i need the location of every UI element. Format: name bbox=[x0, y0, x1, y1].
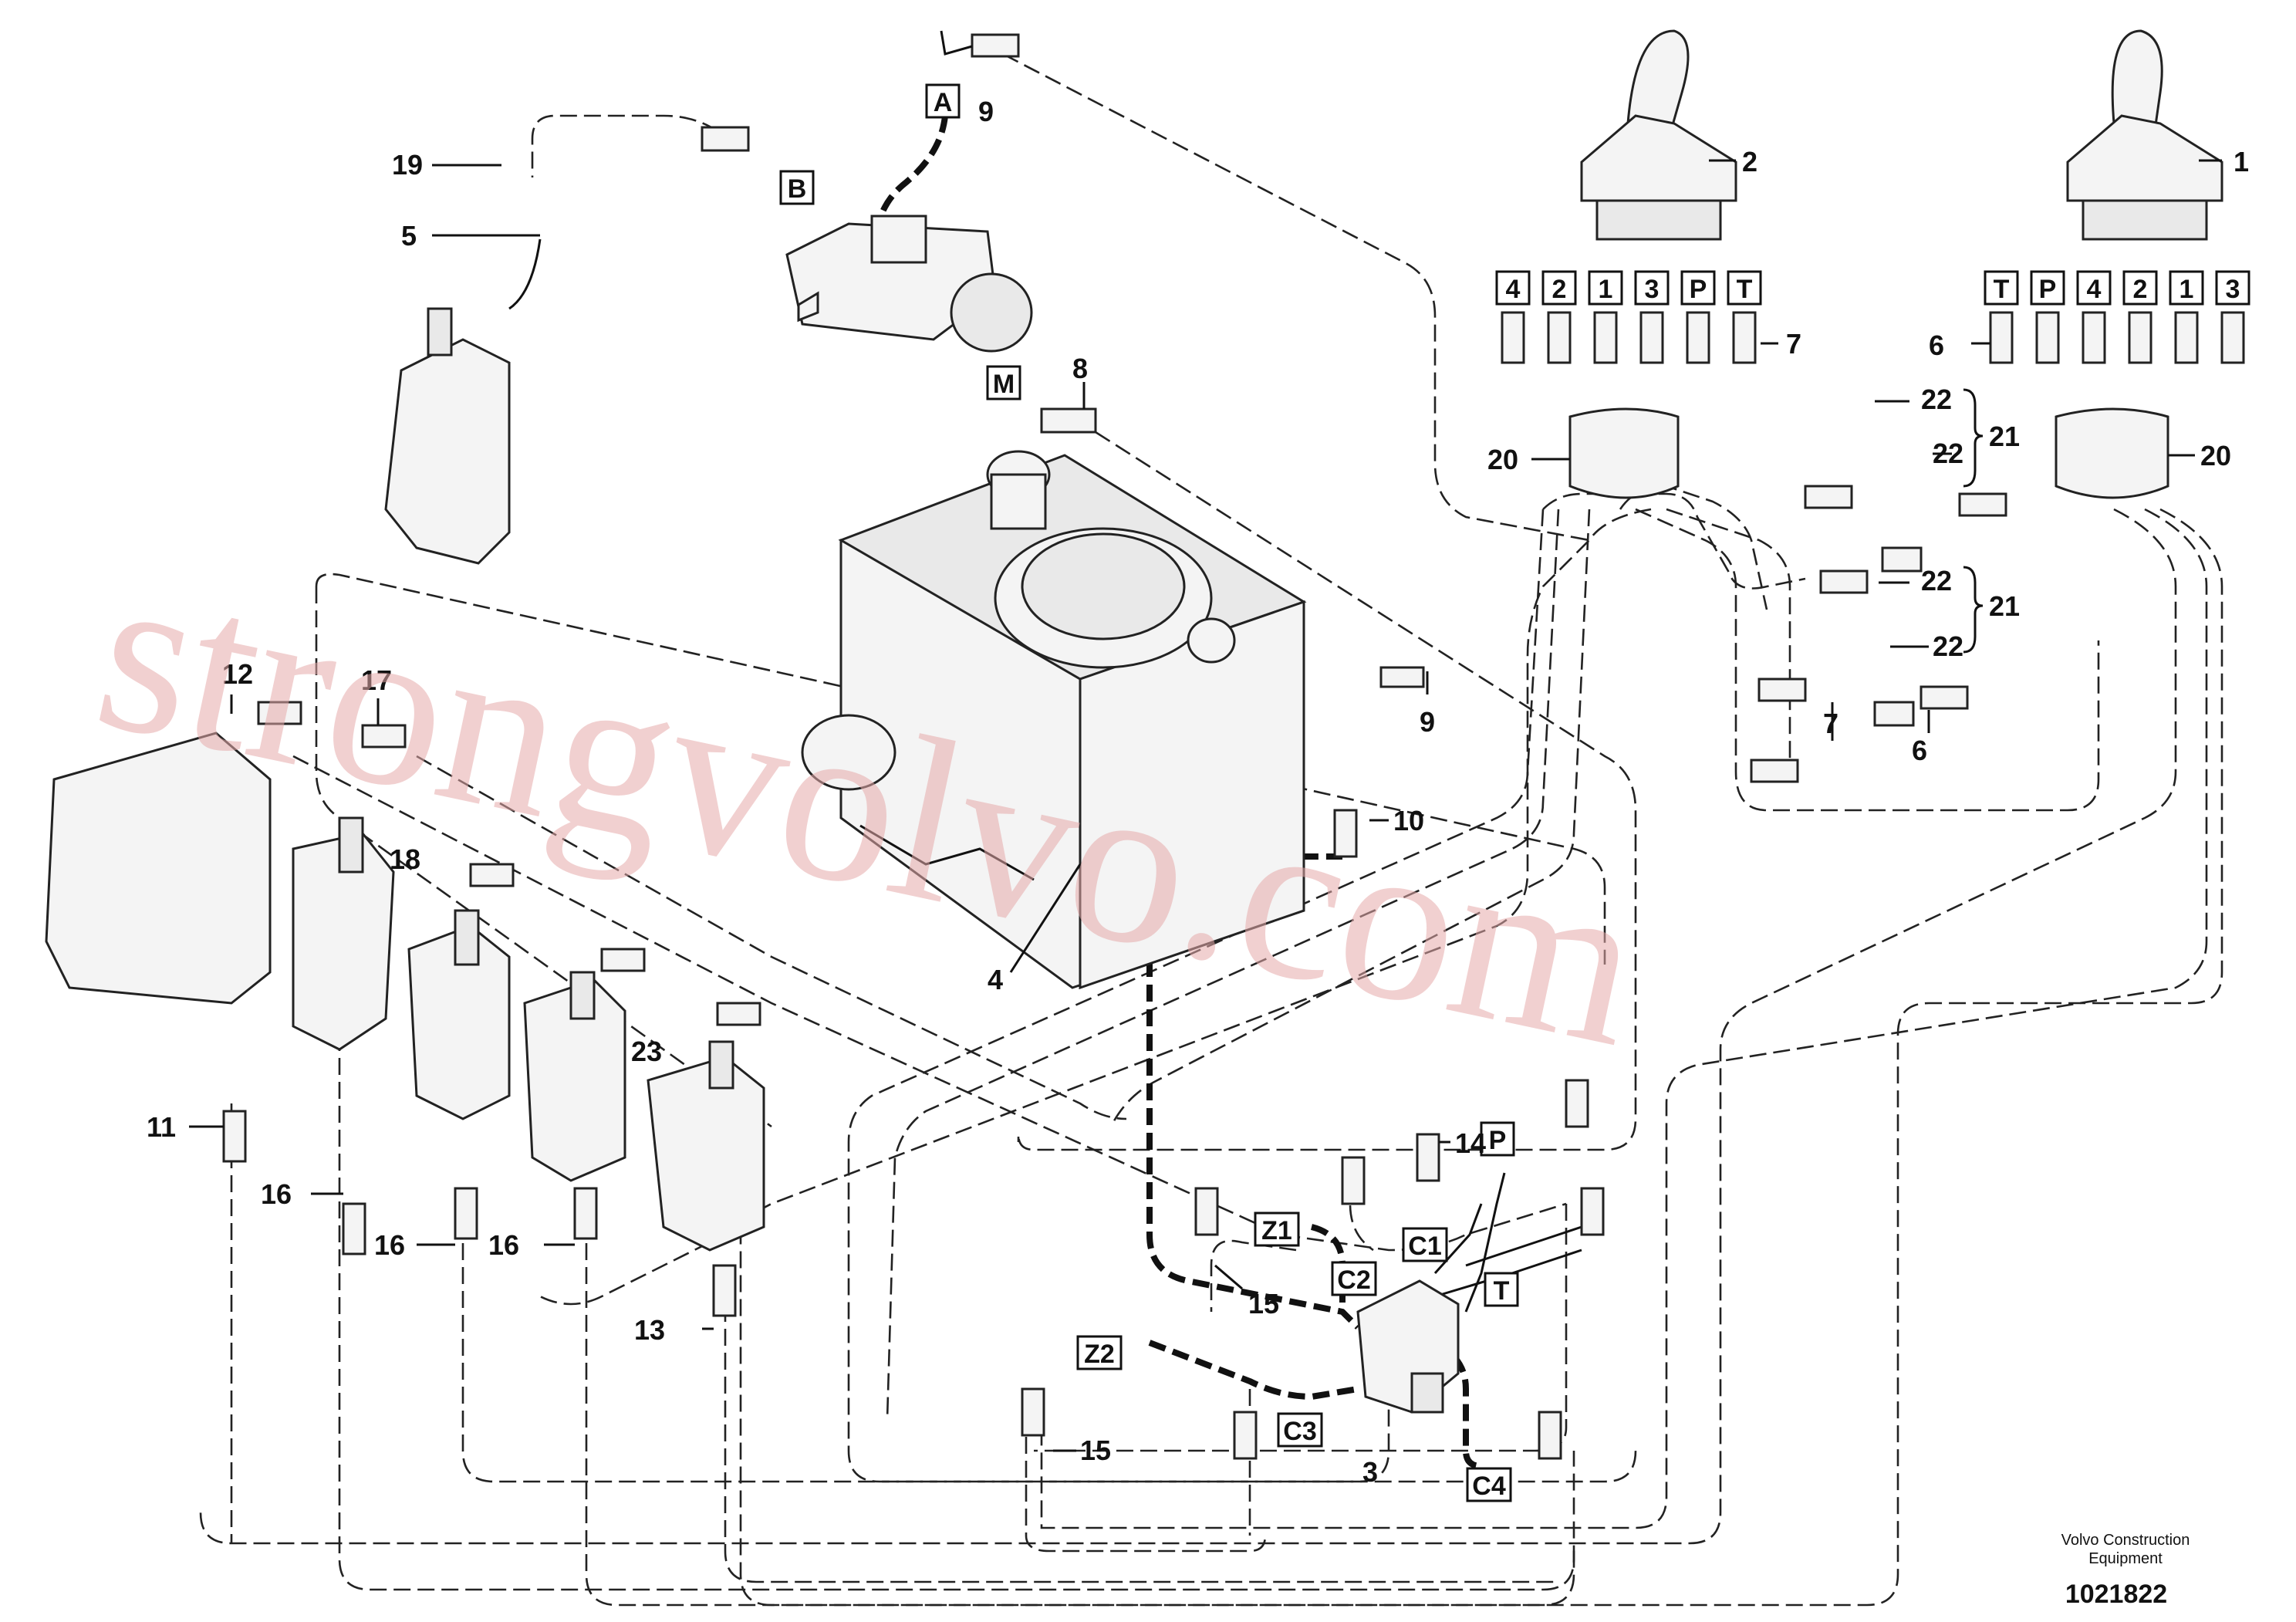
callout-19: 19 bbox=[392, 149, 423, 181]
callout-14: 14 bbox=[1455, 1127, 1486, 1159]
callout-9-mid: 9 bbox=[1420, 706, 1435, 738]
credit-line-1: Volvo Construction bbox=[2061, 1532, 2190, 1549]
connector-box-T: T bbox=[1484, 1272, 1519, 1307]
callout-11: 11 bbox=[147, 1111, 176, 1143]
svg-text:P: P bbox=[1489, 1126, 1507, 1155]
svg-text:P: P bbox=[2039, 275, 2057, 304]
joystick-right-port-labels: T P 4 2 1 3 bbox=[1984, 270, 2250, 306]
callout-6-lower: 6 bbox=[1912, 735, 1927, 766]
hydraulic-tank bbox=[801, 450, 1307, 990]
callout-16-a: 16 bbox=[261, 1178, 292, 1210]
callout-1: 1 bbox=[2234, 146, 2249, 177]
connector-box-B: B bbox=[779, 170, 815, 205]
callout-9-top: 9 bbox=[978, 96, 994, 127]
callout-23: 23 bbox=[631, 1036, 662, 1067]
accumulator-valve-block bbox=[785, 215, 1033, 353]
svg-text:C1: C1 bbox=[1408, 1232, 1441, 1261]
joystick-right bbox=[2066, 29, 2223, 241]
connector-box-C3: C3 bbox=[1277, 1412, 1323, 1448]
control-valve-sections bbox=[45, 732, 765, 1252]
connector-box-P: P bbox=[1480, 1121, 1515, 1157]
callout-7-lower: 7 bbox=[1823, 708, 1838, 739]
callout-15-upper: 15 bbox=[1248, 1288, 1279, 1320]
svg-text:Z1: Z1 bbox=[1261, 1216, 1292, 1245]
svg-text:4: 4 bbox=[2087, 275, 2102, 304]
svg-text:T: T bbox=[1737, 275, 1753, 304]
callout-5: 5 bbox=[401, 220, 417, 252]
svg-text:T: T bbox=[1994, 275, 2010, 304]
callout-16-c: 16 bbox=[488, 1229, 519, 1261]
callout-22-d: 22 bbox=[1933, 630, 1963, 662]
svg-text:P: P bbox=[1690, 275, 1707, 304]
callout-22-a: 22 bbox=[1921, 384, 1952, 415]
svg-text:2: 2 bbox=[1552, 275, 1567, 304]
callout-7-right: 7 bbox=[1786, 328, 1801, 360]
svg-text:4: 4 bbox=[1506, 275, 1521, 304]
connector-box-Z2: Z2 bbox=[1076, 1335, 1123, 1370]
connector-box-M: M bbox=[986, 365, 1021, 400]
svg-text:B: B bbox=[788, 174, 807, 204]
callout-21-upper: 21 bbox=[1989, 421, 2020, 452]
callout-22-b: 22 bbox=[1933, 438, 1963, 469]
svg-text:M: M bbox=[993, 370, 1015, 399]
connector-box-C1: C1 bbox=[1402, 1227, 1448, 1262]
svg-text:3: 3 bbox=[2226, 275, 2240, 304]
connector-box-A: A bbox=[925, 83, 961, 119]
callout-21-lower: 21 bbox=[1989, 590, 2020, 622]
svg-text:2: 2 bbox=[2133, 275, 2148, 304]
svg-text:3: 3 bbox=[1645, 275, 1660, 304]
callout-12: 12 bbox=[222, 658, 253, 690]
callout-20-right: 20 bbox=[2200, 440, 2231, 471]
leader-lines bbox=[189, 159, 2222, 1452]
brace-marks bbox=[1963, 388, 1984, 654]
document-number: 1021822 bbox=[2065, 1580, 2167, 1609]
joystick-right-fittings bbox=[1989, 311, 2245, 364]
callout-10: 10 bbox=[1393, 805, 1424, 836]
callout-16-b: 16 bbox=[374, 1229, 405, 1261]
svg-text:1: 1 bbox=[1599, 275, 1613, 304]
pilot-valve-left bbox=[384, 238, 542, 565]
callout-15-lower: 15 bbox=[1080, 1434, 1111, 1466]
callout-2: 2 bbox=[1742, 146, 1757, 177]
hose-sleeves bbox=[1568, 407, 2169, 499]
svg-text:C2: C2 bbox=[1337, 1265, 1370, 1295]
svg-text:Z2: Z2 bbox=[1084, 1340, 1115, 1369]
dashed-hose-routes bbox=[199, 52, 2223, 1607]
callout-13: 13 bbox=[634, 1314, 665, 1346]
callout-6-right: 6 bbox=[1929, 329, 1944, 361]
credit-line-2: Equipment bbox=[2088, 1550, 2163, 1567]
callout-17: 17 bbox=[361, 664, 392, 696]
connector-box-Z1: Z1 bbox=[1254, 1211, 1300, 1247]
svg-text:C4: C4 bbox=[1472, 1472, 1506, 1501]
joystick-left-fittings bbox=[1501, 311, 1757, 364]
fittings bbox=[222, 30, 2007, 1460]
callout-20-left: 20 bbox=[1487, 444, 1518, 475]
callout-4: 4 bbox=[988, 964, 1003, 995]
svg-text:T: T bbox=[1494, 1276, 1510, 1306]
connector-box-C2: C2 bbox=[1331, 1261, 1377, 1296]
callout-22-c: 22 bbox=[1921, 565, 1952, 596]
svg-text:C3: C3 bbox=[1283, 1417, 1316, 1446]
joystick-left bbox=[1580, 29, 1737, 241]
connector-box-C4: C4 bbox=[1466, 1467, 1512, 1502]
solenoid-valve-block bbox=[1356, 1279, 1460, 1414]
callout-18: 18 bbox=[390, 843, 420, 875]
joystick-left-port-labels: 4 2 1 3 P T bbox=[1495, 270, 1762, 306]
svg-text:A: A bbox=[934, 88, 953, 117]
callout-numbers: 1 2 3 4 5 6 6 7 7 8 9 9 10 11 12 13 14 1… bbox=[147, 96, 2249, 1488]
callout-3: 3 bbox=[1362, 1456, 1378, 1488]
svg-text:1: 1 bbox=[2180, 275, 2194, 304]
callout-8: 8 bbox=[1072, 353, 1088, 384]
